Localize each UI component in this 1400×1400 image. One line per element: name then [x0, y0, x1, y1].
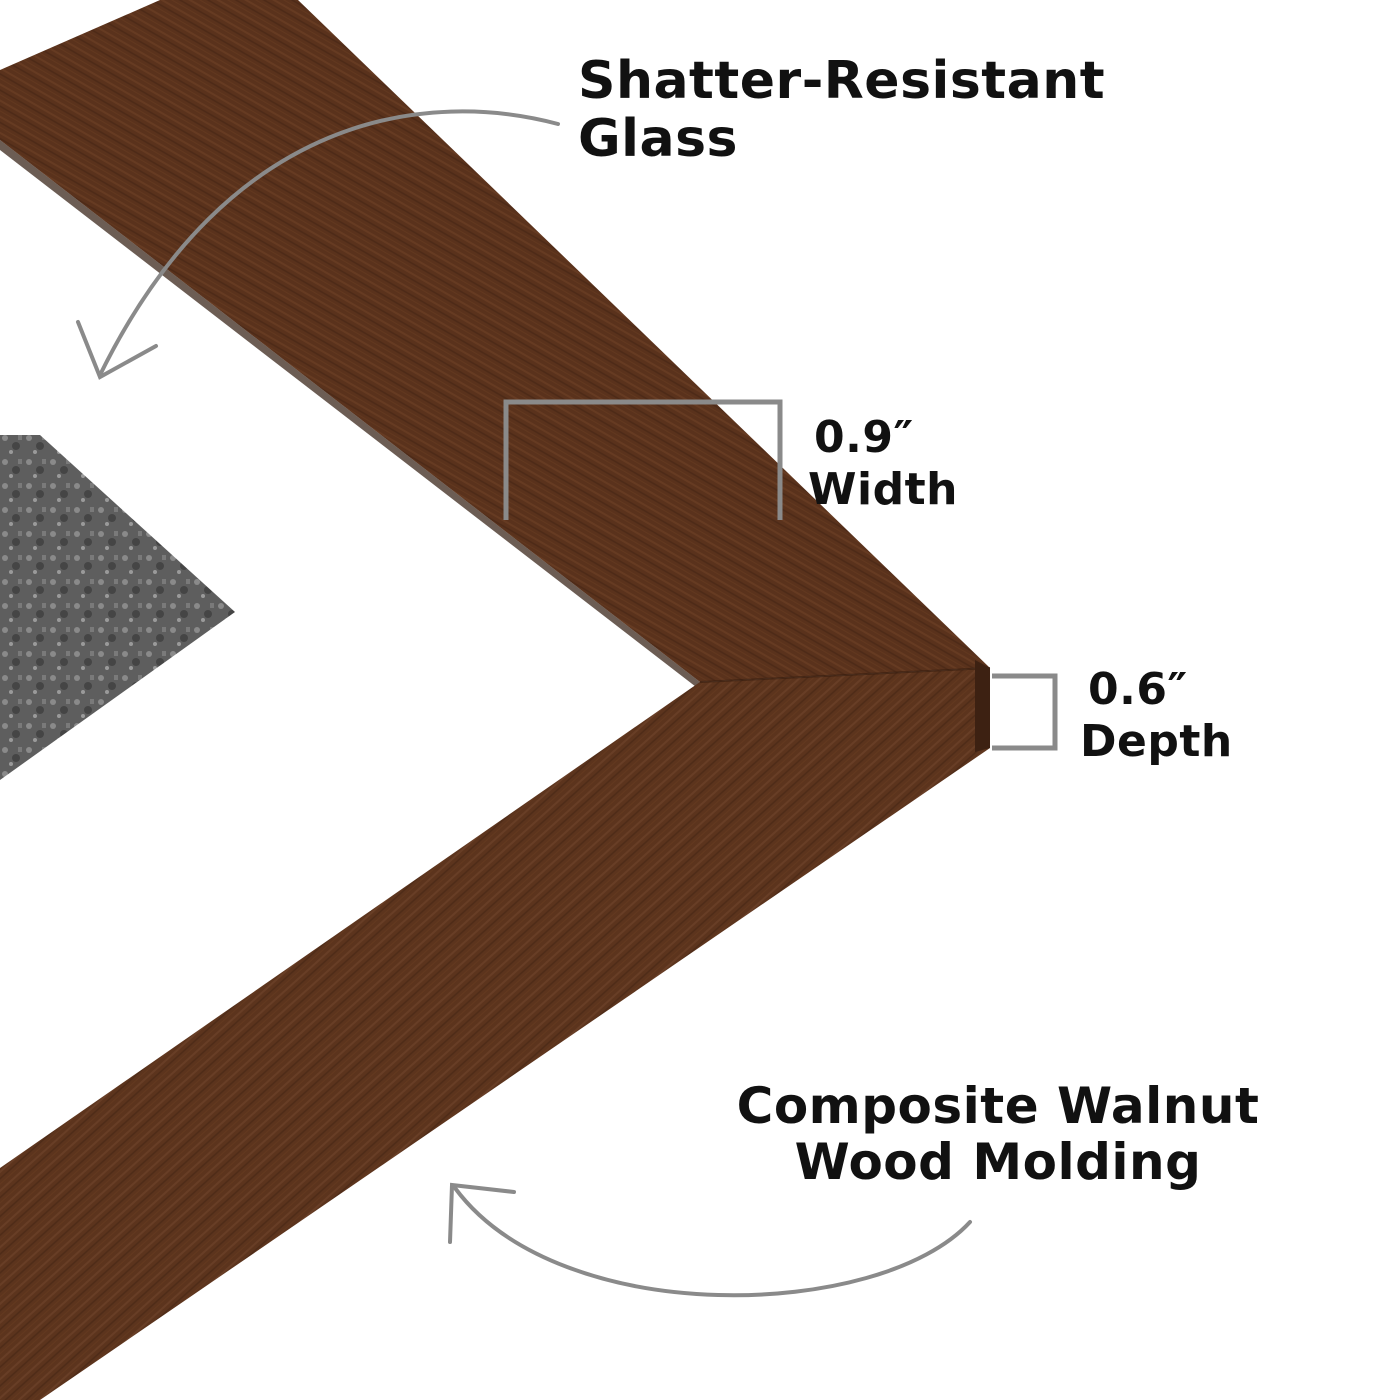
width-dimension-bracket	[503, 399, 783, 520]
molding-callout-line2: Wood Molding	[794, 1133, 1202, 1191]
width-text: Width	[808, 463, 958, 515]
artwork-print	[0, 435, 235, 780]
frame-depth-edge	[975, 660, 990, 752]
glass-callout-line2: Glass	[578, 109, 738, 170]
glass-pointer-arrow	[76, 109, 560, 380]
width-value: 0.9″	[814, 412, 914, 463]
molding-callout-line1: Composite Walnut	[736, 1077, 1260, 1135]
depth-text: Depth	[1080, 715, 1233, 767]
molding-callout-label: Composite Walnut Wood Molding	[718, 1078, 1278, 1190]
depth-dimension-bracket	[992, 673, 1058, 751]
molding-pointer-arrow	[448, 1182, 972, 1298]
frame-top-rail	[0, 0, 990, 690]
depth-value: 0.6″	[1088, 664, 1188, 715]
width-callout-label: 0.9″ Width	[808, 412, 958, 516]
depth-callout-label: 0.6″ Depth	[1080, 664, 1233, 768]
frame-bottom-rail	[0, 667, 991, 1400]
glass-callout-label: Shatter-Resistant Glass	[578, 51, 1106, 170]
glass-callout-line1: Shatter-Resistant	[578, 51, 1106, 111]
